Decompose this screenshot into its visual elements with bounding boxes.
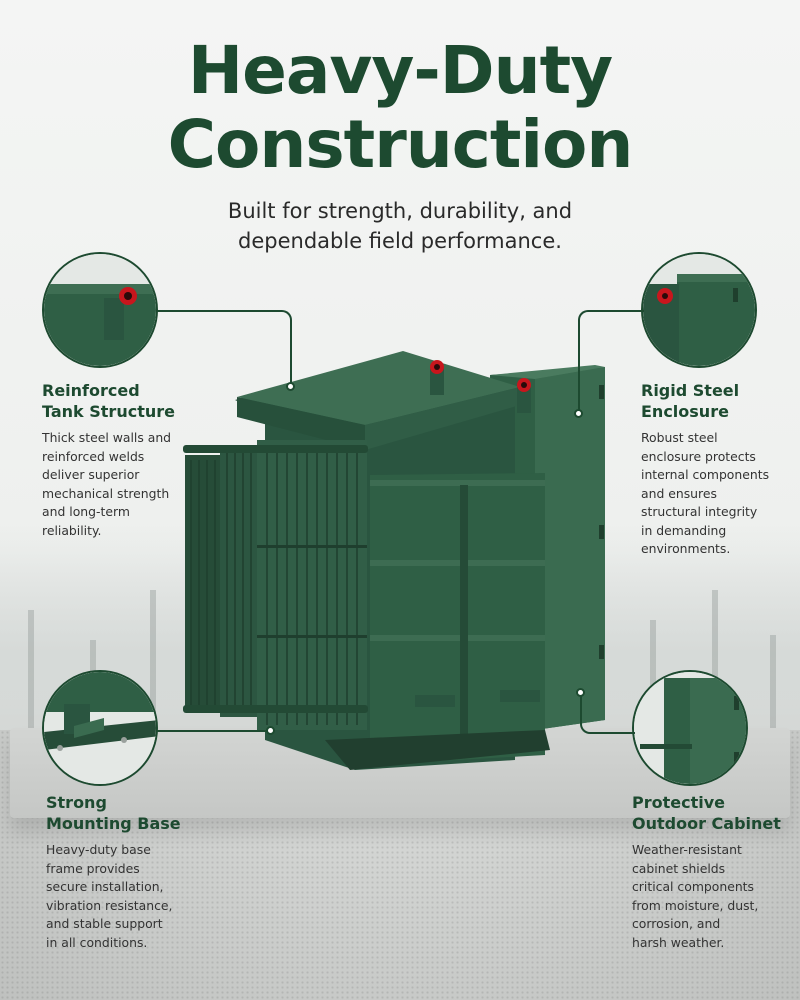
desc-line: secure installation,	[46, 879, 164, 894]
title-line-2: Construction	[167, 106, 634, 183]
feature-title-tank: Reinforced Tank Structure	[42, 380, 175, 422]
background-pylon	[150, 590, 156, 740]
connector-dot	[576, 688, 585, 697]
feature-title-line: Outdoor Cabinet	[632, 814, 781, 833]
tank-closeup	[42, 252, 158, 368]
background-pylon	[650, 620, 656, 740]
desc-line: environments.	[641, 541, 731, 556]
feature-title-line: Mounting Base	[46, 814, 181, 833]
desc-line: harsh weather.	[632, 934, 725, 950]
connector-dot	[266, 726, 275, 735]
feature-title-line: Tank Structure	[42, 402, 175, 421]
desc-line: Heavy-duty base	[46, 842, 151, 857]
radiator-fins	[183, 440, 368, 730]
cabinet-closeup	[632, 670, 748, 786]
subtitle-line-1: Built for strength, durability, and	[227, 199, 573, 223]
page-title: Heavy-Duty Construction	[0, 34, 800, 182]
desc-line: enclosure protects	[641, 448, 756, 464]
desc-line: internal components	[641, 467, 770, 482]
connector-line	[580, 692, 635, 734]
feature-title-line: Enclosure	[641, 402, 729, 421]
desc-line: reliability.	[42, 522, 102, 538]
desc-line: Thick steel walls and	[42, 430, 172, 445]
desc-line: in all conditions.	[46, 934, 148, 950]
desc-line: vibration resistance,	[46, 897, 173, 913]
desc-line: Weather-resistant	[632, 842, 742, 857]
desc-line: and long-term	[42, 504, 130, 519]
base-frame-icon	[44, 672, 156, 784]
feature-title-line: Strong	[46, 793, 107, 812]
feature-title-enclosure: Rigid Steel Enclosure	[641, 380, 739, 422]
subtitle-line-2: dependable field performance.	[238, 229, 562, 253]
desc-line: deliver superior	[42, 467, 140, 482]
title-line-1: Heavy-Duty	[187, 32, 613, 109]
feature-title-line: Reinforced	[42, 381, 140, 400]
desc-line: from moisture, dust,	[632, 897, 759, 913]
connector-dot	[574, 409, 583, 418]
desc-line: critical components	[632, 879, 754, 894]
enclosure-closeup	[641, 252, 757, 368]
connector-line	[156, 310, 292, 388]
desc-line: reinforced welds	[42, 448, 145, 464]
feature-title-base: Strong Mounting Base	[46, 792, 181, 834]
feature-desc-enclosure: Robust steel enclosure protects internal…	[641, 429, 769, 559]
desc-line: Robust steel	[641, 430, 718, 445]
desc-line: frame provides	[46, 860, 140, 876]
feature-title-line: Rigid Steel	[641, 381, 740, 400]
desc-line: cabinet shields	[632, 860, 726, 876]
page-subtitle: Built for strength, durability, and depe…	[0, 196, 800, 256]
enclosure-corner-icon	[643, 254, 755, 366]
feature-title-line: Protective	[632, 793, 726, 812]
feature-desc-base: Heavy-duty base frame provides secure in…	[46, 841, 172, 952]
lifting-lug-icon	[44, 254, 156, 366]
desc-line: and stable support	[46, 916, 163, 931]
base-closeup	[42, 670, 158, 786]
background-pylon	[28, 610, 34, 740]
desc-line: mechanical strength	[42, 485, 170, 501]
background-pylon	[770, 635, 776, 740]
desc-line: structural integrity	[641, 504, 758, 519]
connector-line	[157, 730, 272, 732]
feature-desc-tank: Thick steel walls and reinforced welds d…	[42, 429, 171, 540]
connector-dot	[286, 382, 295, 391]
desc-line: and ensures	[641, 485, 717, 501]
desc-line: in demanding	[641, 522, 727, 538]
main-tank	[235, 351, 550, 770]
background-pylon	[712, 590, 718, 740]
transformer-illustration	[183, 351, 605, 770]
desc-line: corrosion, and	[632, 916, 721, 931]
cabinet-hinge-icon	[634, 672, 746, 784]
connector-line	[578, 310, 644, 415]
feature-title-cabinet: Protective Outdoor Cabinet	[632, 792, 781, 834]
feature-desc-cabinet: Weather-resistant cabinet shields critic…	[632, 841, 758, 952]
